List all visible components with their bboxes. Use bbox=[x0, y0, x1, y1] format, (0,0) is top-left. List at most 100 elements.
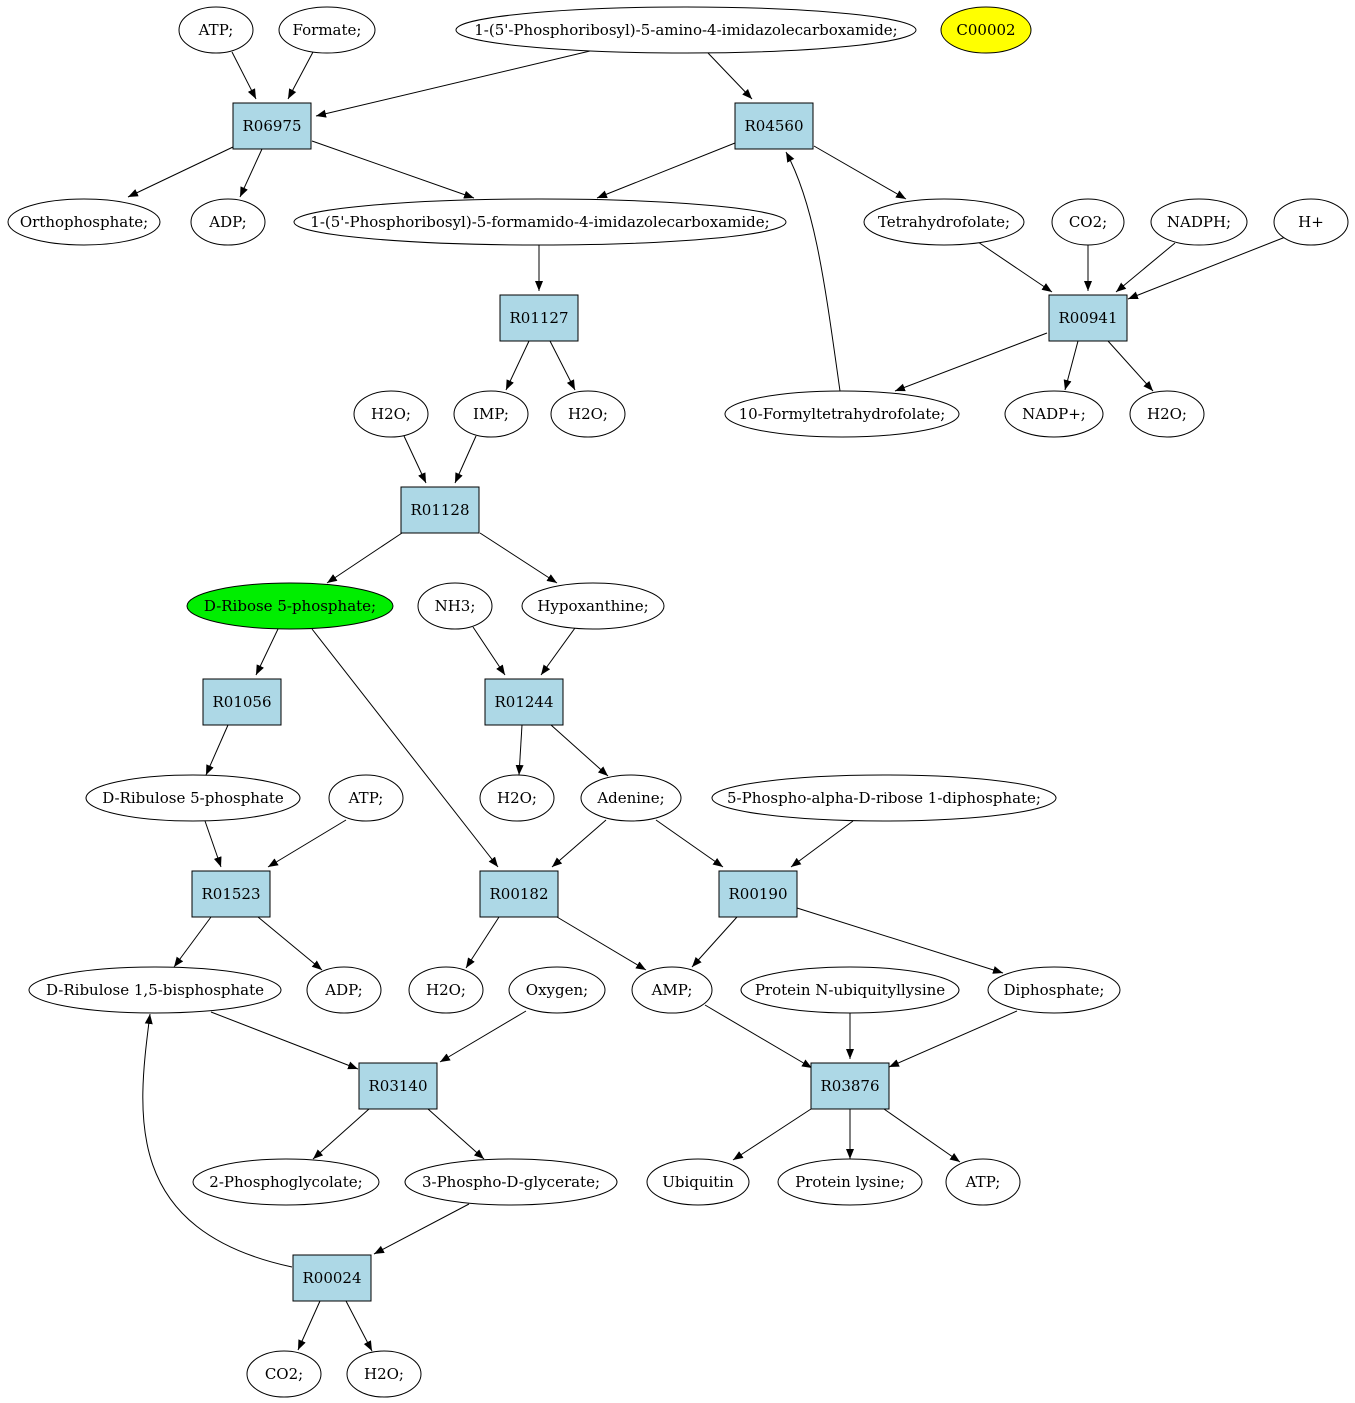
compound-node[interactable]: H2O; bbox=[346, 1350, 422, 1398]
edge-R06975-to-adp1 bbox=[239, 148, 263, 198]
compound-ellipse bbox=[740, 966, 960, 1014]
compound-node[interactable]: Formate; bbox=[278, 6, 376, 54]
compound-label: C00002 bbox=[956, 21, 1015, 39]
reaction-box bbox=[358, 1062, 438, 1110]
compound-node[interactable]: 2-Phosphoglycolate; bbox=[192, 1158, 380, 1206]
reaction-box bbox=[499, 294, 579, 342]
reaction-node[interactable]: R00941 bbox=[1048, 294, 1128, 342]
reaction-node[interactable]: R01244 bbox=[484, 678, 564, 726]
reaction-label: R03876 bbox=[820, 1077, 879, 1095]
edge-R00190-to-diphosphate bbox=[796, 907, 1004, 974]
reaction-node[interactable]: R03876 bbox=[810, 1062, 890, 1110]
reaction-node[interactable]: R06975 bbox=[232, 102, 312, 150]
compound-node[interactable]: H2O; bbox=[550, 390, 626, 438]
compound-label: CO2; bbox=[265, 1365, 303, 1383]
compound-ellipse bbox=[306, 966, 382, 1014]
compound-ellipse bbox=[192, 1158, 380, 1206]
reaction-node[interactable]: R01056 bbox=[202, 678, 282, 726]
reaction-box bbox=[734, 102, 814, 150]
compound-node[interactable]: H2O; bbox=[1129, 390, 1205, 438]
compound-node[interactable]: ADP; bbox=[306, 966, 382, 1014]
compound-node[interactable]: 1-(5'-Phosphoribosyl)-5-amino-4-imidazol… bbox=[455, 6, 917, 54]
compound-label: Adenine; bbox=[596, 789, 664, 807]
reaction-label: R01056 bbox=[212, 693, 271, 711]
compound-label: D-Ribose 5-phosphate; bbox=[204, 597, 376, 615]
compound-node[interactable]: Orthophosphate; bbox=[7, 198, 161, 246]
compound-node[interactable]: ATP; bbox=[328, 774, 404, 822]
compound-node[interactable]: 10-Formyltetrahydrofolate; bbox=[724, 390, 960, 438]
reaction-box bbox=[292, 1254, 372, 1302]
edge-R03876-to-ubiquitin bbox=[732, 1108, 812, 1161]
compound-node[interactable]: D-Ribose 5-phosphate; bbox=[186, 582, 394, 630]
edge-oxygen-to-R03140 bbox=[439, 1010, 527, 1063]
compound-ellipse bbox=[453, 390, 529, 438]
compound-node[interactable]: IMP; bbox=[453, 390, 529, 438]
edge-h2o_a-to-R01128 bbox=[403, 435, 427, 484]
compound-label: H2O; bbox=[497, 789, 537, 807]
compound-node[interactable]: Protein N-ubiquityllysine bbox=[740, 966, 960, 1014]
compound-node[interactable]: Diphosphate; bbox=[987, 966, 1121, 1014]
compound-label: 3-Phospho-D-glycerate; bbox=[422, 1173, 600, 1191]
compound-node[interactable]: H2O; bbox=[353, 390, 429, 438]
compound-ellipse bbox=[7, 198, 161, 246]
compound-node[interactable]: AMP; bbox=[631, 966, 713, 1014]
compound-node[interactable]: ADP; bbox=[190, 198, 266, 246]
edge-amp-to-R03876 bbox=[704, 1004, 813, 1069]
compound-node[interactable]: NADP+; bbox=[1004, 390, 1104, 438]
compound-node[interactable]: ATP; bbox=[178, 6, 254, 54]
reaction-node[interactable]: R01128 bbox=[400, 486, 480, 534]
compound-node[interactable]: Oxygen; bbox=[508, 966, 606, 1014]
compound-label: H2O; bbox=[364, 1365, 404, 1383]
compound-node[interactable]: Tetrahydrofolate; bbox=[863, 198, 1025, 246]
compound-node[interactable]: Adenine; bbox=[580, 774, 682, 822]
reaction-node[interactable]: R01523 bbox=[191, 870, 271, 918]
compound-label: H2O; bbox=[371, 405, 411, 423]
compound-node[interactable]: 5-Phospho-alpha-D-ribose 1-diphosphate; bbox=[711, 774, 1057, 822]
compound-node[interactable]: 1-(5'-Phosphoribosyl)-5-formamido-4-imid… bbox=[293, 198, 787, 246]
edge-nadph-to-R00941 bbox=[1115, 242, 1176, 293]
compound-node[interactable]: H+ bbox=[1273, 198, 1349, 246]
compound-ellipse bbox=[1004, 390, 1104, 438]
reaction-node[interactable]: R00024 bbox=[292, 1254, 372, 1302]
reaction-box bbox=[1048, 294, 1128, 342]
reaction-box bbox=[202, 678, 282, 726]
edge-R01523-to-rubp bbox=[173, 916, 212, 968]
compound-label: D-Ribulose 5-phosphate bbox=[102, 789, 284, 807]
compound-node[interactable]: CO2; bbox=[1051, 198, 1125, 246]
compound-ellipse bbox=[1129, 390, 1205, 438]
edge-R01127-to-imp bbox=[505, 340, 530, 391]
edge-r5p-to-R01056 bbox=[255, 628, 279, 676]
edge-R06975-to-faicar bbox=[311, 140, 475, 199]
edge-R04560-to-thf bbox=[813, 145, 907, 200]
reaction-node[interactable]: R03140 bbox=[358, 1062, 438, 1110]
compound-node[interactable]: C00002 bbox=[940, 6, 1032, 54]
compound-node[interactable]: D-Ribulose 1,5-bisphosphate bbox=[28, 966, 282, 1014]
compound-node[interactable]: H2O; bbox=[479, 774, 555, 822]
reaction-node[interactable]: R00182 bbox=[479, 870, 559, 918]
compound-ellipse bbox=[293, 198, 787, 246]
compound-node[interactable]: NH3; bbox=[417, 582, 493, 630]
compound-node[interactable]: Hypoxanthine; bbox=[521, 582, 665, 630]
compound-label: Orthophosphate; bbox=[20, 213, 148, 231]
compound-ellipse bbox=[521, 582, 665, 630]
compound-node[interactable]: 3-Phospho-D-glycerate; bbox=[404, 1158, 618, 1206]
reaction-node[interactable]: R04560 bbox=[734, 102, 814, 150]
edge-R00182-to-h2o_e bbox=[465, 916, 500, 969]
compound-node[interactable]: ATP; bbox=[945, 1158, 1021, 1206]
compound-ellipse bbox=[1273, 198, 1349, 246]
reaction-node[interactable]: R01127 bbox=[499, 294, 579, 342]
compound-node[interactable]: Protein lysine; bbox=[777, 1158, 923, 1206]
compound-node[interactable]: NADPH; bbox=[1150, 198, 1248, 246]
compound-ellipse bbox=[479, 774, 555, 822]
reaction-label: R01127 bbox=[509, 309, 568, 327]
compound-label: ADP; bbox=[324, 981, 362, 999]
compound-node[interactable]: Ubiquitin bbox=[646, 1158, 750, 1206]
edge-R03140-to-pga bbox=[427, 1108, 485, 1160]
compound-node[interactable]: D-Ribulose 5-phosphate bbox=[85, 774, 301, 822]
edge-R01128-to-hypoxanthine bbox=[479, 532, 558, 584]
compound-ellipse bbox=[186, 582, 394, 630]
compound-node[interactable]: H2O; bbox=[408, 966, 484, 1014]
reaction-node[interactable]: R00190 bbox=[718, 870, 798, 918]
compound-node[interactable]: CO2; bbox=[246, 1350, 322, 1398]
